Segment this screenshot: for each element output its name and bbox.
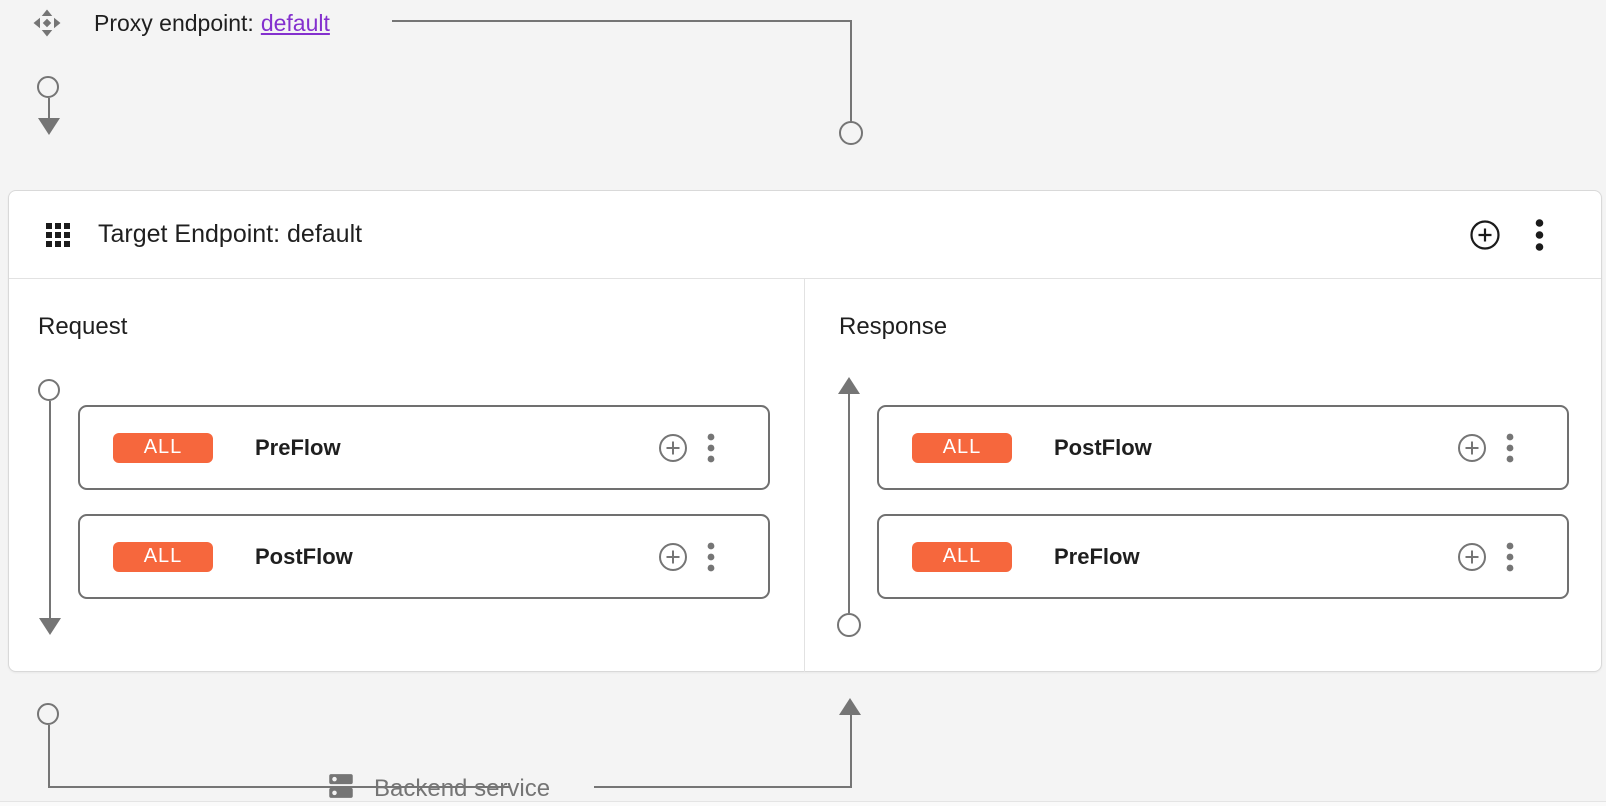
flow-name: PreFlow [255,434,341,460]
backend-service-label: Backend service [374,775,551,802]
connector-backend-left-hline [48,786,510,788]
canvas-bottom-edge [0,801,1606,806]
flow-condition-badge: ALL [113,432,213,463]
proxy-endpoint-link[interactable]: default [260,9,330,36]
connector-incoming-arrow [38,118,60,135]
add-policy-button[interactable] [658,542,688,572]
request-flow-arrow [39,618,61,635]
add-policy-button[interactable] [1457,542,1487,572]
connector-proxy-top-vline [850,20,852,122]
kebab-vertical-icon [707,433,715,462]
menu-button[interactable] [1535,218,1544,252]
connector-proxy-top-hline [392,20,852,22]
request-response-divider [804,279,805,672]
response-flow-vline [848,394,850,613]
connector-return-vline [850,715,852,787]
flow-row-response-preflow[interactable]: ALL PreFlow [877,514,1569,599]
response-flow-arrow [838,377,860,394]
backend-service-icon [326,771,356,806]
target-endpoint-title: Target Endpoint: default [98,220,363,248]
request-start-node [38,379,60,401]
flow-name: PreFlow [1054,543,1140,569]
flow-row-request-postflow[interactable]: ALL PostFlow [78,514,770,599]
kebab-vertical-icon [1535,218,1544,251]
kebab-vertical-icon [1506,542,1514,571]
flow-name: PostFlow [255,543,353,569]
proxy-endpoint-row: Proxy endpoint: default [32,8,330,38]
flow-condition-badge: ALL [113,541,213,572]
plus-circle-icon [659,542,687,571]
plus-circle-icon [659,433,687,462]
request-panel-title: Request [38,313,128,340]
request-flow-vline [49,401,51,618]
connector-return-arrow [839,698,861,715]
response-panel-title: Response [839,313,948,340]
flow-row-response-postflow[interactable]: ALL PostFlow [877,405,1569,490]
connector-backend-right-hline [594,786,852,788]
connector-outgoing-node [37,703,59,725]
target-endpoint-card: Target Endpoint: default Request [8,190,1602,672]
flow-condition-badge: ALL [912,541,1012,572]
add-policy-button[interactable] [1457,433,1487,463]
connector-incoming-vline [48,98,50,118]
add-policy-button[interactable] [658,433,688,463]
add-button[interactable] [1469,219,1501,251]
flow-menu-button[interactable] [1506,432,1514,464]
plus-circle-icon [1458,542,1486,571]
proxy-endpoint-icon [32,8,62,38]
proxy-endpoint-label: Proxy endpoint: [94,9,254,36]
flow-name: PostFlow [1054,434,1152,460]
grid-icon [46,222,70,247]
flow-menu-button[interactable] [707,432,715,464]
flow-menu-button[interactable] [707,541,715,573]
response-start-node [837,613,861,637]
kebab-vertical-icon [707,542,715,571]
target-endpoint-header: Target Endpoint: default [9,191,1601,279]
flow-row-request-preflow[interactable]: ALL PreFlow [78,405,770,490]
flow-menu-button[interactable] [1506,541,1514,573]
connector-outgoing-vline [48,725,50,787]
plus-circle-icon [1470,219,1500,250]
connector-incoming-node [37,76,59,98]
connector-proxy-top-node [839,121,863,145]
flow-condition-badge: ALL [912,432,1012,463]
plus-circle-icon [1458,433,1486,462]
kebab-vertical-icon [1506,433,1514,462]
